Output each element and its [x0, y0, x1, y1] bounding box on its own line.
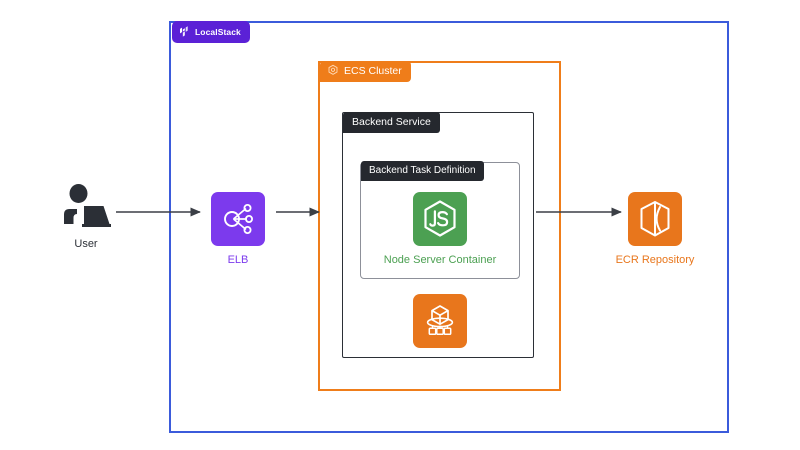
edge-user-to-elb — [116, 207, 201, 217]
badge-ecs-cluster: ECS Cluster — [320, 61, 411, 82]
group-box-ecs-cluster — [318, 61, 561, 391]
nodejs-icon — [413, 192, 467, 246]
node-ecs-task[interactable] — [413, 294, 467, 348]
badge-backend-task-definition-label: Backend Task Definition — [369, 165, 476, 176]
badge-localstack-label: LocalStack — [195, 26, 241, 37]
node-ecr-repository[interactable]: ECR Repository — [605, 192, 705, 266]
hexagon-cluster-icon — [327, 64, 339, 79]
edge-backend-service-to-ecr — [536, 207, 622, 217]
badge-backend-service-label: Backend Service — [352, 116, 431, 129]
user-laptop-icon — [58, 184, 114, 230]
localstack-icon — [179, 26, 190, 39]
ecr-cube-icon — [628, 192, 682, 246]
node-node-server-container[interactable]: Node Server Container — [383, 192, 497, 266]
node-ecr-repository-label: ECR Repository — [615, 254, 695, 266]
node-elb[interactable]: ELB — [206, 192, 270, 266]
node-node-server-container-label: Node Server Container — [383, 254, 497, 266]
node-user[interactable]: User — [44, 184, 128, 250]
badge-backend-service: Backend Service — [343, 112, 440, 133]
badge-localstack: LocalStack — [172, 21, 250, 43]
badge-backend-task-definition: Backend Task Definition — [361, 161, 484, 181]
edge-elb-to-ecs-cluster — [276, 207, 320, 217]
group-box-localstack — [169, 21, 729, 433]
node-user-label: User — [74, 238, 98, 250]
load-balancer-icon — [211, 192, 265, 246]
ecs-service-icon — [413, 294, 467, 348]
badge-ecs-cluster-label: ECS Cluster — [344, 65, 402, 78]
node-elb-label: ELB — [227, 254, 249, 266]
